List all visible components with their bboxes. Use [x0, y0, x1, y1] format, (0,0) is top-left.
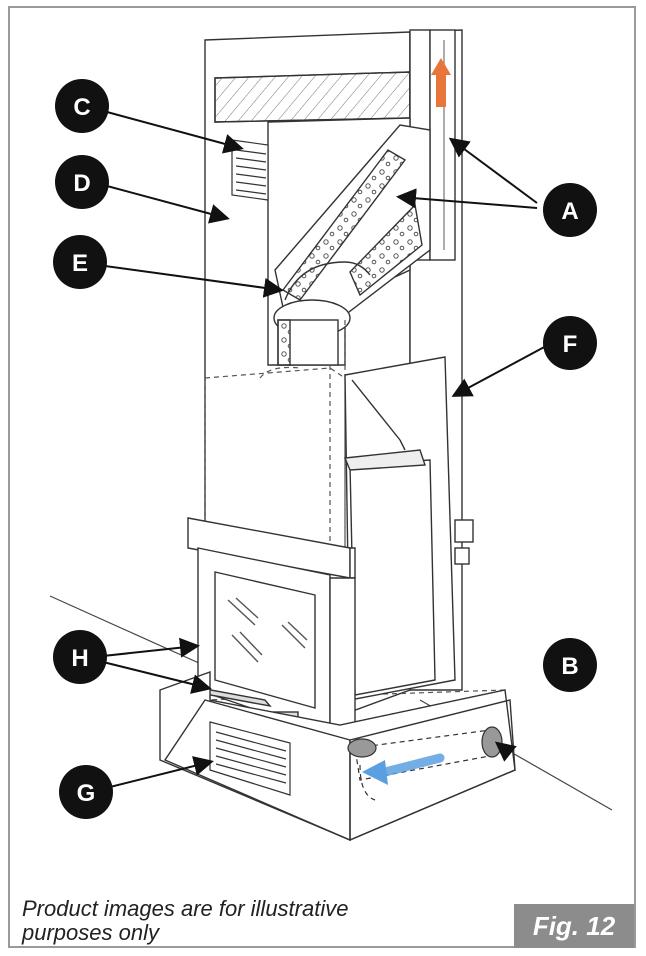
disclaimer-line-2: purposes only: [22, 920, 159, 945]
svg-text:F: F: [563, 331, 578, 358]
svg-text:A: A: [561, 198, 578, 225]
svg-text:C: C: [73, 94, 90, 121]
outside-air-duct: [347, 726, 503, 801]
cold-air-arrow: [362, 753, 445, 785]
callout-f: F: [543, 316, 597, 370]
callout-c: C: [55, 79, 109, 133]
svg-text:B: B: [561, 653, 578, 680]
callout-g: G: [59, 765, 113, 819]
callout-e: E: [53, 235, 107, 289]
hot-air-arrow: [431, 58, 451, 107]
disclaimer-text: Product images are for illustrative purp…: [22, 897, 442, 945]
insulated-duct: [273, 124, 431, 366]
upper-air-vent: [231, 139, 269, 201]
callout-a: A: [543, 183, 597, 237]
callout-b: B: [543, 638, 597, 692]
disclaimer-line-1: Product images are for illustrative: [22, 896, 349, 921]
side-access-opening: [343, 356, 474, 701]
figure-label: Fig. 12: [514, 904, 634, 948]
callout-h: H: [53, 630, 107, 684]
fireplace-unit: [187, 517, 356, 736]
lower-air-grille: [209, 721, 291, 796]
svg-text:D: D: [73, 170, 90, 197]
svg-text:H: H: [71, 645, 88, 672]
leader-lines: [102, 111, 549, 788]
svg-text:E: E: [72, 250, 88, 277]
callout-badges: A B C D E F G H: [53, 79, 597, 819]
callout-d: D: [55, 155, 109, 209]
svg-text:G: G: [77, 780, 96, 807]
ceiling-beam: [214, 71, 411, 123]
